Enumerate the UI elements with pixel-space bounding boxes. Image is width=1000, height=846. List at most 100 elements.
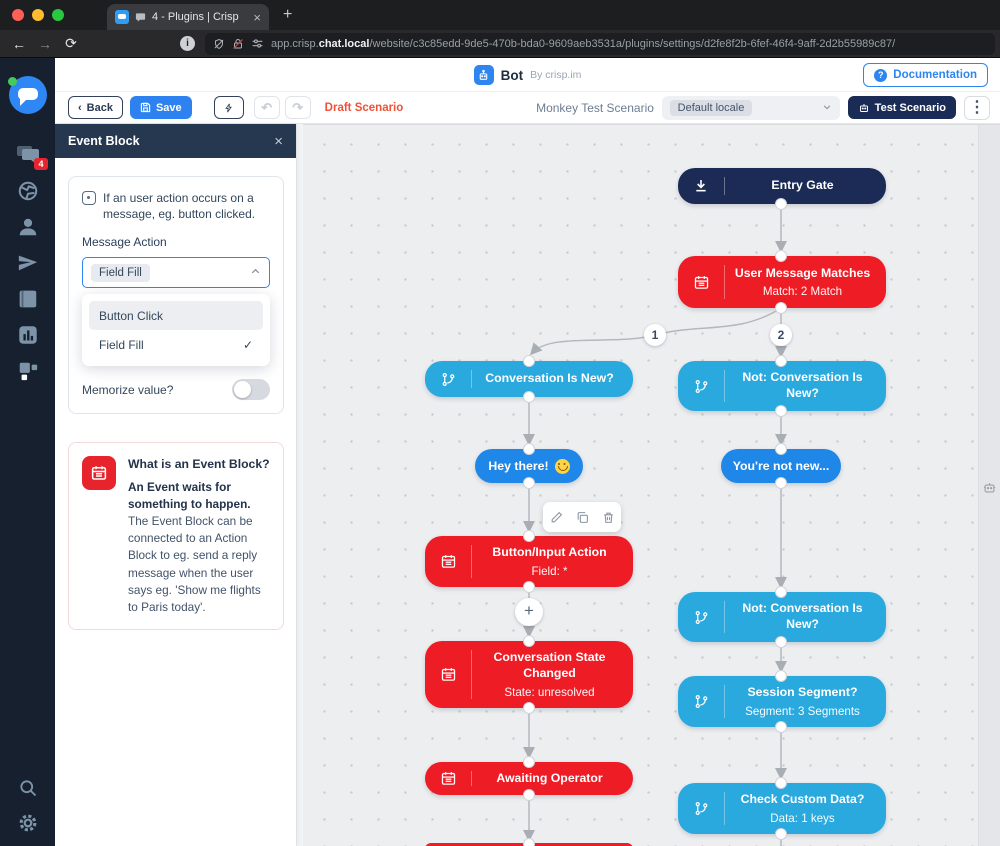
test-scenario-button[interactable]: Test Scenario [847, 96, 956, 119]
browser-tab[interactable]: 4 - Plugins | Crisp × [107, 4, 269, 30]
tab-title: 4 - Plugins | Crisp [152, 11, 239, 23]
add-block-button[interactable]: + [515, 598, 543, 626]
message-action-select[interactable]: Field Fill [82, 257, 270, 289]
online-dot [7, 77, 17, 86]
sidebar-item-visitors[interactable] [17, 180, 39, 202]
traffic-lights[interactable] [12, 9, 64, 21]
flow-node-user-message-matches[interactable]: User Message Matches Match: 2 Match [678, 256, 886, 308]
question-icon: ? [874, 68, 888, 82]
minimize-window-button[interactable] [32, 9, 44, 21]
calendar-icon [425, 553, 471, 570]
url-field[interactable]: app.crisp.chat.local/website/c3c85edd-9d… [205, 32, 995, 55]
page-info-icon[interactable]: i [180, 36, 195, 51]
plugin-byline: By crisp.im [530, 69, 582, 81]
option-field-fill[interactable]: Field Fill ✓ [99, 337, 253, 352]
node-toolbar [543, 502, 621, 532]
flow-node-not-conversation-is-new[interactable]: Not: Conversation Is New? [678, 361, 886, 411]
flow-node-conversation-state-changed[interactable]: Conversation State Changed State: unreso… [425, 641, 633, 708]
kebab-icon: ⋮ [969, 98, 985, 116]
sidebar-item-helpdesk[interactable] [17, 288, 39, 310]
sidebar-item-inbox[interactable]: 4 [16, 142, 48, 170]
draft-status-label: Draft Scenario [324, 101, 404, 114]
url-text: app.crisp.chat.local/website/c3c85edd-9d… [271, 37, 896, 50]
trash-icon[interactable] [602, 511, 615, 524]
chat-bubbles-icon [16, 146, 39, 163]
locale-select[interactable]: Default locale [661, 95, 840, 120]
sidebar-item-settings[interactable] [17, 812, 39, 834]
more-options-button[interactable]: ⋮ [964, 95, 990, 120]
flow-node-conversation-is-new[interactable]: Conversation Is New? [425, 361, 633, 397]
sidebar-item-plugins[interactable] [17, 360, 39, 382]
info-body: The Event Block can be connected to an A… [128, 514, 261, 614]
lightning-icon [224, 103, 232, 112]
chat-bubble-icon [135, 12, 146, 22]
flow-connectors [523, 198, 787, 846]
sidebar-item-contacts[interactable] [17, 216, 39, 238]
event-calendar-icon [82, 456, 116, 491]
branch-icon [678, 610, 724, 625]
scenario-canvas[interactable]: Entry Gate User Message Matches Match: 2… [303, 124, 1000, 846]
lock-insecure-icon[interactable] [232, 38, 244, 50]
tab-close-button[interactable]: × [253, 9, 261, 25]
new-tab-button[interactable]: + [283, 6, 293, 23]
book-icon [19, 290, 36, 308]
flow-node-entry-gate[interactable]: Entry Gate [678, 168, 886, 204]
message-action-label: Message Action [82, 235, 167, 250]
bot-icon [473, 65, 494, 85]
zoom-window-button[interactable] [52, 9, 64, 21]
redo-icon: ↷ [292, 99, 304, 115]
option-button-click[interactable]: Button Click [89, 301, 263, 331]
redo-button: ↷ [284, 96, 311, 119]
close-window-button[interactable] [12, 9, 24, 21]
back-button[interactable]: ‹ Back [68, 96, 123, 119]
selected-option-pill: Field Fill [91, 263, 150, 282]
save-icon [140, 102, 151, 113]
branch-label-1: 1 [644, 324, 666, 346]
plugins-blocks-icon [19, 362, 37, 381]
sidebar-item-campaigns[interactable] [17, 252, 39, 274]
chevron-left-icon: ‹ [78, 101, 82, 114]
tune-icon[interactable] [251, 37, 264, 50]
duplicate-icon[interactable] [576, 511, 589, 524]
smiley-icon [554, 458, 570, 474]
flow-node-hey-there-message[interactable]: Hey there! [475, 449, 583, 483]
documentation-button[interactable]: ? Documentation [863, 63, 988, 87]
calendar-icon [678, 274, 724, 291]
reload-icon[interactable]: ⟳ [65, 35, 77, 51]
panel-scrollbar[interactable] [296, 124, 303, 846]
forward-nav-icon[interactable]: → [38, 35, 52, 52]
panel-header: Event Block × [55, 124, 296, 158]
paper-plane-icon [18, 255, 37, 271]
scenario-toolbar: ‹ Back Save ↶ ↷ Draft Scenario Monkey Te… [55, 92, 1000, 124]
info-body-bold: An Event waits for something to happen. [128, 480, 251, 512]
info-title: What is an Event Block? [128, 457, 270, 472]
test-panel-handle[interactable] [978, 125, 1000, 846]
edit-pencil-icon[interactable] [550, 511, 563, 524]
quick-actions-button[interactable] [213, 96, 244, 119]
calendar-icon [425, 770, 471, 787]
entry-gate-icon [678, 178, 724, 194]
flow-node-awaiting-operator[interactable]: Awaiting Operator [425, 762, 633, 795]
app-sidebar: 4 [0, 58, 55, 846]
search-icon [19, 780, 36, 797]
person-icon [19, 218, 36, 236]
save-button[interactable]: Save [129, 96, 192, 119]
event-hint: If an user action occurs on a message, e… [103, 191, 256, 222]
branch-icon [678, 694, 724, 709]
flow-node-check-custom-data[interactable]: Check Custom Data? Data: 1 keys [678, 783, 886, 834]
sidebar-item-search[interactable] [18, 778, 38, 798]
flow-node-button-input-action[interactable]: Button/Input Action Field: * [425, 536, 633, 587]
shield-blocked-icon[interactable] [213, 38, 225, 50]
flow-node-youre-not-new-message[interactable]: You're not new... [721, 449, 841, 483]
memorize-toggle[interactable] [232, 379, 270, 401]
event-info-card: What is an Event Block? An Event waits f… [68, 442, 284, 630]
flow-node-not-conversation-is-new-2[interactable]: Not: Conversation Is New? [678, 592, 886, 642]
event-settings-card: If an user action occurs on a message, e… [68, 176, 284, 415]
close-icon[interactable]: × [274, 132, 283, 150]
crisp-favicon-icon [115, 10, 129, 24]
back-nav-icon[interactable]: ← [12, 35, 26, 52]
flow-node-session-segment[interactable]: Session Segment? Segment: 3 Segments [678, 676, 886, 727]
crisp-logo[interactable] [7, 76, 47, 114]
check-icon: ✓ [242, 337, 253, 352]
sidebar-item-analytics[interactable] [17, 324, 39, 346]
